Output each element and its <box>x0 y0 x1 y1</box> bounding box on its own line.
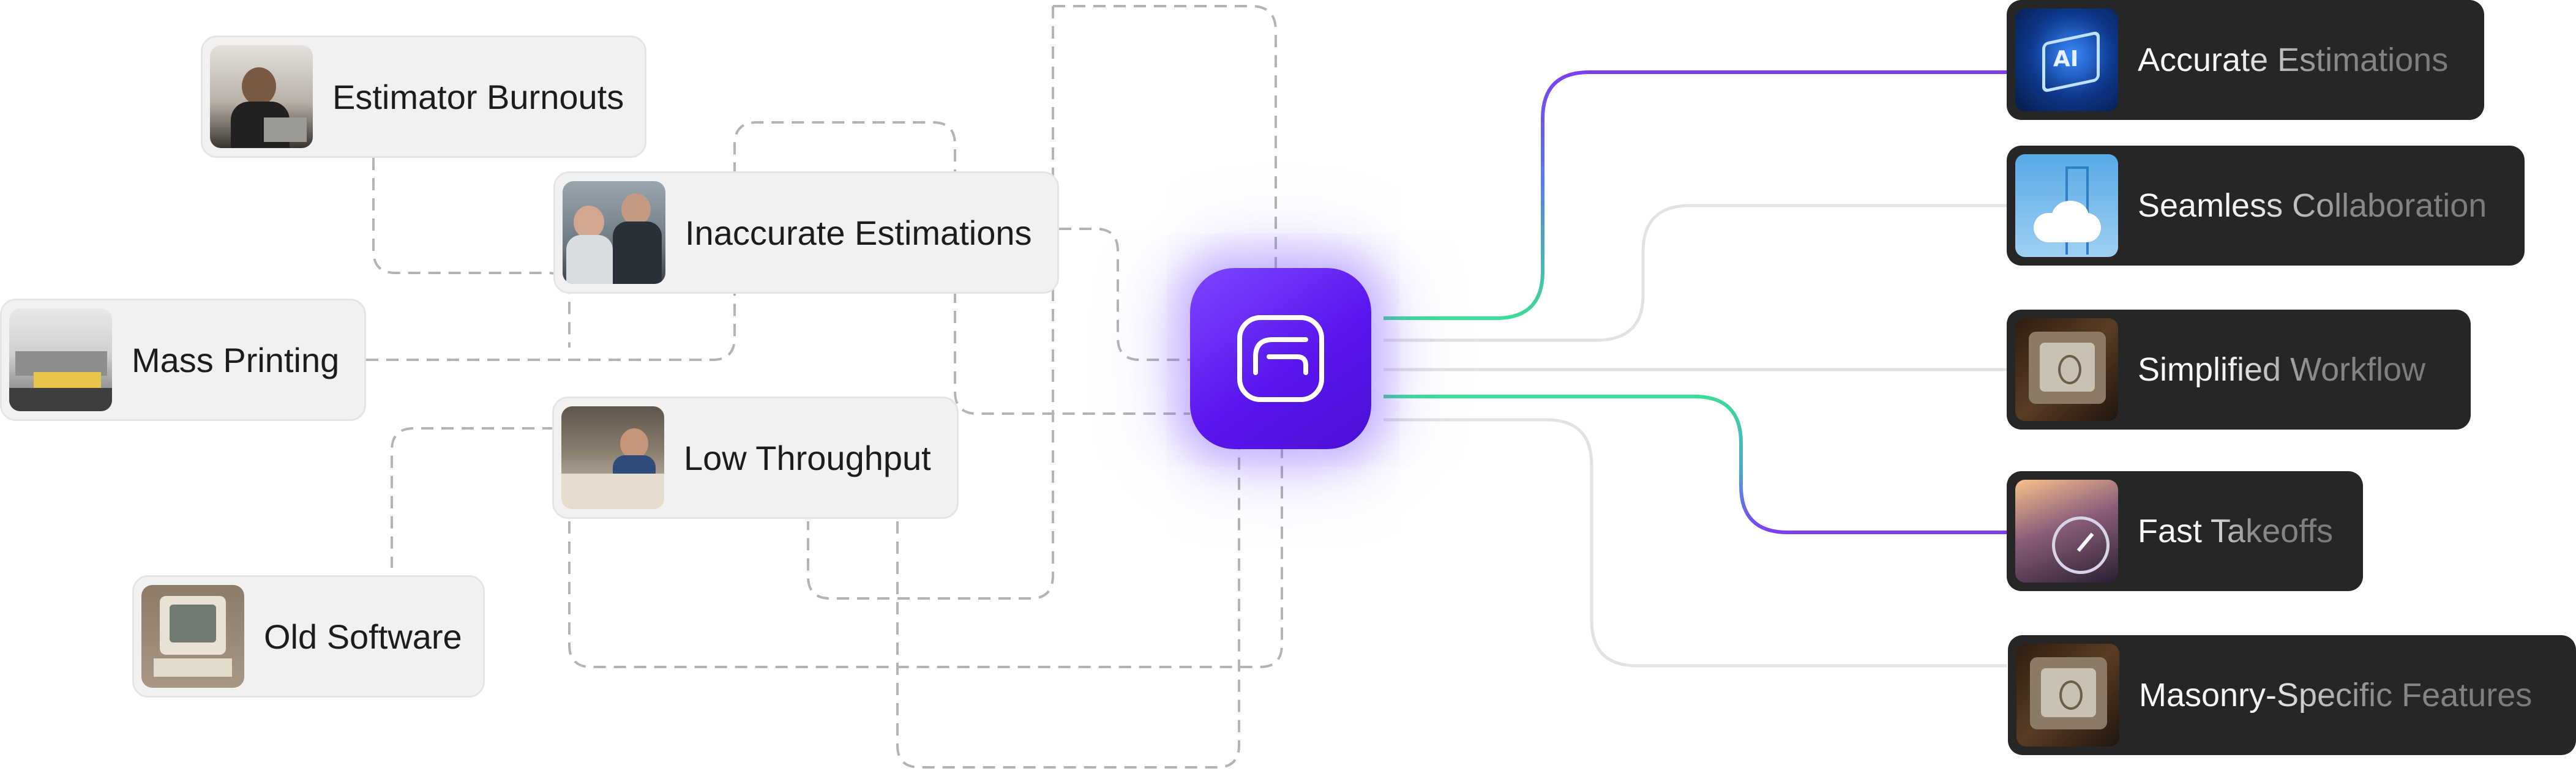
gradient-connector <box>1383 395 2007 534</box>
pain-label: Mass Printing <box>132 340 340 379</box>
gradient-connector <box>1383 70 2007 320</box>
brand-logo-icon <box>1237 315 1324 402</box>
pain-label: Inaccurate Estimations <box>685 213 1032 252</box>
paper-pile-desk-photo <box>561 406 664 509</box>
pain-label: Old Software <box>264 617 462 656</box>
retro-monitor-photo <box>2016 644 2119 747</box>
dashed-connector <box>568 449 1283 668</box>
pain-card-mass-printing[interactable]: Mass Printing <box>0 299 366 421</box>
pain-label: Estimator Burnouts <box>332 77 624 116</box>
pain-label: Low Throughput <box>684 438 931 477</box>
solid-connector <box>1383 418 2007 668</box>
dashed-connector <box>807 6 1054 600</box>
dashed-connector <box>366 121 1190 415</box>
pain-card-inaccurate-estimations[interactable]: Inaccurate Estimations <box>553 171 1059 294</box>
benefit-label: Seamless Collaboration <box>2138 187 2487 224</box>
benefit-label: Masonry-Specific Features <box>2139 677 2533 713</box>
retro-computer-photo <box>141 585 244 688</box>
hub-logo-tile <box>1190 268 1371 449</box>
benefit-card-simplified-workflow[interactable]: Simplified Workflow <box>2007 310 2471 430</box>
printing-machine-photo <box>9 308 112 411</box>
benefit-label: Simplified Workflow <box>2138 351 2426 388</box>
benefit-card-fast-takeoffs[interactable]: Fast Takeoffs <box>2007 471 2363 591</box>
businessman-laptop-photo <box>210 45 313 148</box>
dashed-connector <box>896 449 1240 769</box>
cloud-door-photo <box>2015 154 2118 257</box>
pain-card-estimator-burnouts[interactable]: Estimator Burnouts <box>201 35 646 158</box>
dashed-connector <box>372 158 571 348</box>
dashed-connector <box>1059 228 1190 361</box>
benefit-card-masonry-specific-features[interactable]: Masonry-Specific Features <box>2008 635 2576 755</box>
two-men-office-photo <box>563 181 665 284</box>
dashed-connector <box>391 427 555 568</box>
benefit-label: Accurate Estimations <box>2138 42 2449 78</box>
speedometer-photo <box>2015 480 2118 583</box>
benefit-label: Fast Takeoffs <box>2138 513 2334 549</box>
solid-connector <box>1383 204 2007 342</box>
retro-monitor-photo <box>2015 318 2118 421</box>
ai-chip-photo: AI <box>2015 9 2118 111</box>
pain-card-old-software[interactable]: Old Software <box>132 575 485 698</box>
benefit-card-accurate-estimations[interactable]: AI Accurate Estimations <box>2007 0 2484 120</box>
benefit-card-seamless-collaboration[interactable]: Seamless Collaboration <box>2007 146 2525 266</box>
pain-card-low-throughput[interactable]: Low Throughput <box>552 397 959 519</box>
